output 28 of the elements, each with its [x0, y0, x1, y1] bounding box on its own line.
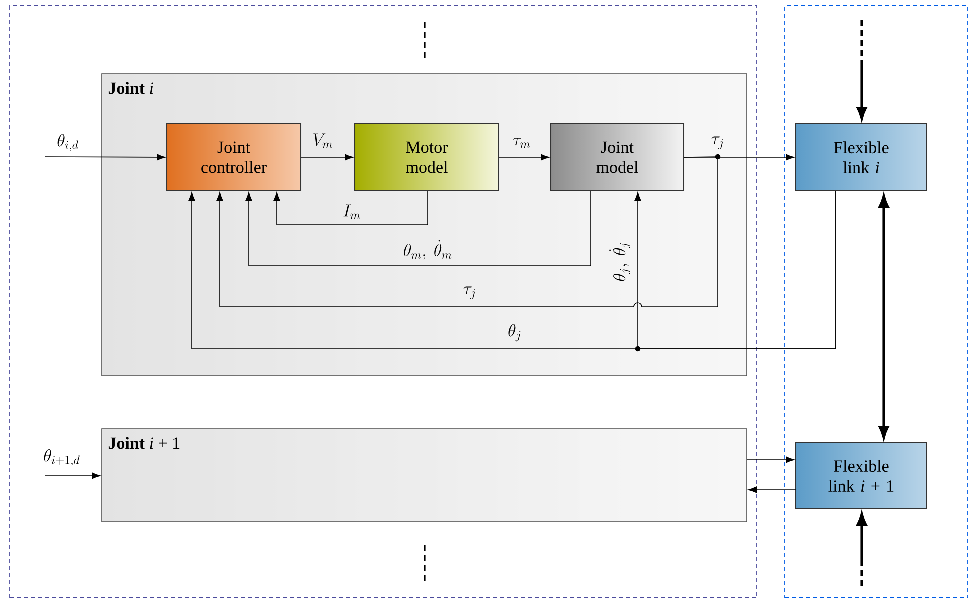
- edge-label: $\theta_j,\ \dot{\theta}_j$: [610, 244, 631, 282]
- arrow: [498, 154, 550, 161]
- edge-label: $\tau_m$: [513, 138, 530, 148]
- link-block: Flexible link i: [796, 124, 928, 192]
- arrow: [44, 472, 101, 480]
- edge-label: $\theta_m,\ \dot{\theta}_m$: [404, 240, 452, 260]
- dashed-region: [10, 6, 758, 598]
- arrow: [748, 486, 796, 494]
- arrow: [44, 154, 166, 161]
- arrow: [246, 190, 592, 266]
- arrow: [746, 456, 795, 464]
- link-block: Flexible link i + 1: [796, 442, 928, 510]
- arrow: [216, 156, 718, 308]
- joint-panel: Joint i + 1: [102, 428, 748, 522]
- edge-label: $\theta_{i,d}$: [58, 134, 78, 152]
- motor-block: Motor model: [354, 124, 500, 192]
- arrow: [634, 190, 836, 350]
- edge-label: $V_m$: [314, 134, 332, 148]
- edge-label: $\tau_j$: [464, 286, 476, 300]
- controller-block: Joint controller: [166, 124, 302, 192]
- joint-model-block: Joint model: [550, 124, 684, 192]
- edge-label: $I_m$: [344, 204, 360, 220]
- edge-label: $\theta_j$: [508, 324, 521, 342]
- edge-label: $\tau_j$: [712, 136, 724, 150]
- arrow: [300, 154, 354, 161]
- dashed-region: [784, 6, 968, 598]
- edge-label: $\theta_{i+1,d}$: [44, 449, 80, 466]
- arrow: [274, 190, 428, 226]
